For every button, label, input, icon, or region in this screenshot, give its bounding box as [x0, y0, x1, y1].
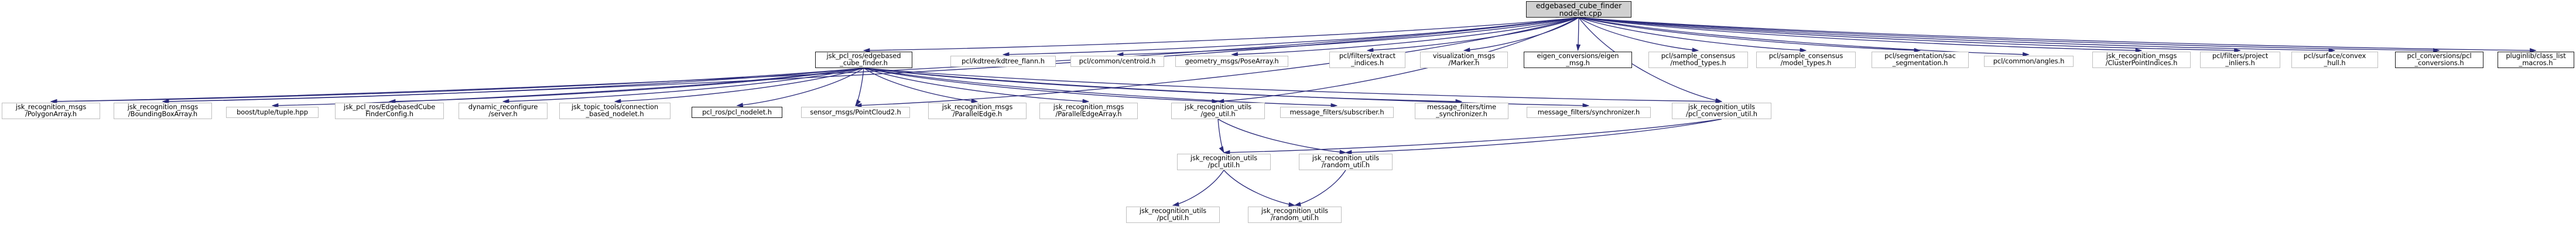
graph-edge — [1578, 17, 2241, 53]
graph-node[interactable]: jsk_recognition_msgs /ParallelEdge.h — [928, 103, 1027, 119]
graph-edge — [1231, 17, 1579, 57]
graph-edge — [1223, 170, 1296, 207]
graph-edge — [1578, 17, 2143, 53]
graph-node[interactable]: jsk_recognition_msgs /ParallelEdgeArray.… — [1039, 103, 1138, 119]
graph-node[interactable]: pcl_conversions/pcl _conversions.h — [2395, 52, 2483, 68]
graph-node[interactable]: sensor_msgs/PointCloud2.h — [801, 107, 910, 118]
graph-edge — [1217, 119, 1347, 155]
graph-edge — [50, 67, 864, 104]
graph-edge — [502, 67, 864, 104]
graph-edge — [1578, 17, 1807, 53]
graph-edge — [1578, 17, 2030, 57]
graph-edge — [1576, 17, 1581, 52]
graph-node[interactable]: jsk_recognition_msgs /BoundingBoxArray.h — [114, 103, 212, 119]
graph-node[interactable]: jsk_pcl_ros/EdgebasedCube FinderConfig.h — [335, 103, 444, 119]
graph-edge — [1578, 17, 1699, 52]
graph-node[interactable]: jsk_recognition_utils /pcl_conversion_ut… — [1672, 103, 1771, 119]
graph-edge — [388, 67, 864, 104]
graph-edge — [855, 67, 864, 107]
graph-edge — [863, 67, 1590, 108]
graph-edge — [1217, 119, 1224, 154]
graph-node[interactable]: jsk_recognition_utils /random_util.h — [1248, 207, 1342, 223]
graph-edge — [863, 67, 1463, 104]
graph-node[interactable]: pluginlib/class_list _macros.h — [2498, 52, 2574, 68]
graph-node[interactable]: eigen_conversions/eigen _msg.h — [1524, 52, 1632, 68]
graph-node[interactable]: pcl/segmentation/sac _segmentation.h — [1872, 52, 1969, 68]
graph-node[interactable]: visualization_msgs /Marker.h — [1420, 52, 1508, 68]
graph-node[interactable]: pcl_ros/pcl_nodelet.h — [692, 107, 782, 118]
graph-edge — [1223, 119, 1722, 155]
graph-node[interactable]: jsk_recognition_utils /random_util.h — [1299, 154, 1393, 170]
graph-node[interactable]: jsk_recognition_msgs /ClusterPointIndice… — [2092, 52, 2191, 68]
graph-edge — [863, 67, 979, 103]
graph-node[interactable]: jsk_topic_tools/connection _based_nodele… — [559, 103, 670, 119]
graph-node[interactable]: jsk_recognition_msgs /PolygonArray.h — [2, 103, 100, 119]
graph-edge — [863, 67, 1219, 104]
graph-node[interactable]: jsk_recognition_utils /pcl_util.h — [1177, 154, 1271, 170]
graph-node[interactable]: boost/tuple/tuple.hpp — [226, 107, 319, 118]
graph-edge — [162, 67, 864, 104]
graph-edge — [614, 67, 864, 104]
graph-node[interactable]: pcl/kdtree/kdtree_flann.h — [950, 56, 1056, 67]
graph-edge — [1463, 17, 1579, 52]
graph-edge — [1294, 170, 1346, 207]
graph-edge — [271, 67, 864, 108]
graph-edge — [1002, 17, 1579, 57]
graph-node[interactable]: message_filters/synchronizer.h — [1527, 107, 1651, 118]
graph-node[interactable]: pcl/common/centroid.h — [1070, 56, 1164, 67]
graph-edge — [736, 67, 864, 107]
graph-node[interactable]: dynamic_reconfigure /server.h — [459, 103, 548, 119]
graph-node[interactable]: message_filters/time _synchronizer.h — [1415, 103, 1508, 119]
graph-edge — [1172, 170, 1224, 207]
graph-node[interactable]: jsk_pcl_ros/edgebased _cube_finder.h — [815, 52, 912, 68]
graph-edge — [1116, 17, 1579, 57]
graph-edge — [1578, 17, 2537, 53]
graph-node[interactable]: geometry_msgs/PoseArray.h — [1175, 56, 1288, 67]
graph-node-root[interactable]: edgebased_cube_finder _nodelet.cpp — [1526, 1, 1631, 18]
graph-node[interactable]: pcl/filters/project _inliers.h — [2200, 52, 2280, 68]
graph-node[interactable]: pcl/sample_consensus /model_types.h — [1756, 52, 1856, 68]
graph-node[interactable]: jsk_recognition_utils /pcl_util.h — [1126, 207, 1220, 223]
graph-node[interactable]: message_filters/subscriber.h — [1280, 107, 1394, 118]
graph-edge — [863, 67, 1723, 104]
graph-edge — [1578, 17, 2336, 53]
graph-edge — [1578, 17, 1921, 53]
graph-edge — [863, 17, 1579, 53]
graph-edge — [863, 67, 1338, 108]
graph-edge — [1366, 17, 1579, 53]
graph-node[interactable]: pcl/sample_consensus /method_types.h — [1648, 52, 1748, 68]
graph-edge — [863, 67, 1090, 104]
graph-node[interactable]: pcl/common/angles.h — [1984, 56, 2074, 67]
graph-edge — [1345, 119, 1722, 155]
graph-edge — [1578, 17, 2440, 53]
graph-node[interactable]: pcl/filters/extract _indices.h — [1329, 52, 1405, 68]
graph-node[interactable]: pcl/surface/convex _hull.h — [2291, 52, 2378, 68]
graph-node[interactable]: jsk_recognition_utils /geo_util.h — [1171, 103, 1265, 119]
